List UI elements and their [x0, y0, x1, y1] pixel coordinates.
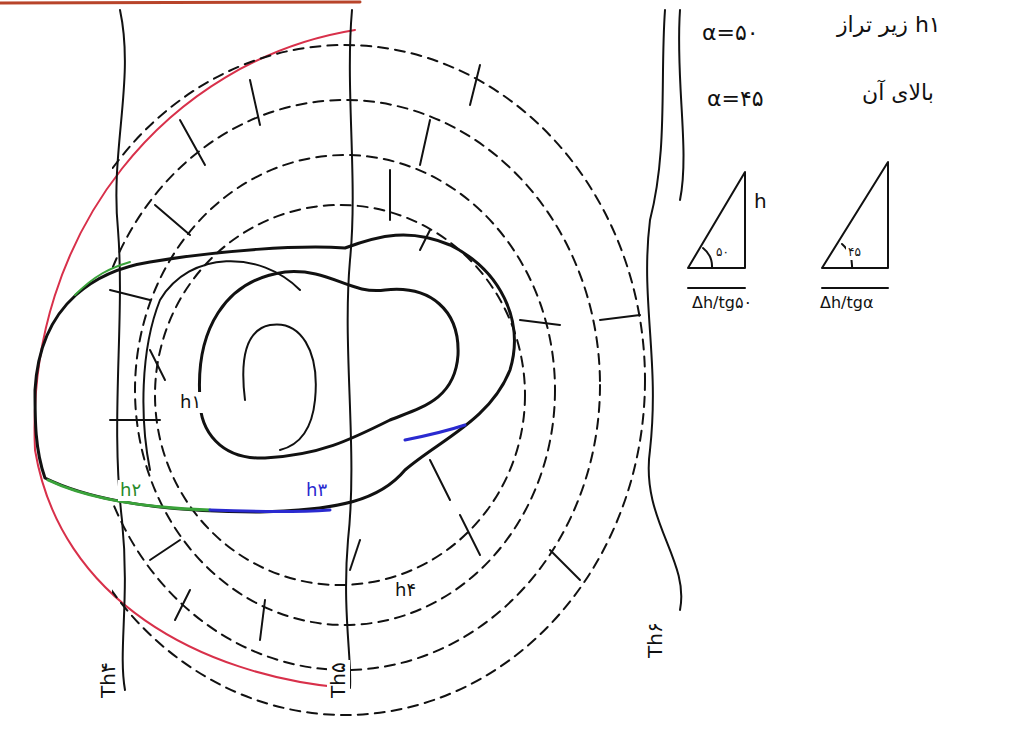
contour-line-label: Th۶: [644, 620, 667, 660]
annotation-text: Δh/tgα: [818, 294, 875, 312]
annotation-text: ۵۰: [714, 246, 731, 260]
contour-label: h۲: [118, 480, 143, 501]
contour-label: h۴: [393, 580, 418, 601]
annotation-text: h: [752, 190, 769, 213]
contour-label: h۳: [304, 480, 329, 501]
annotation-text: α=۵۰: [700, 20, 761, 45]
contour-label: h۱: [178, 392, 203, 413]
annotation-text: α=۴۵: [705, 86, 766, 111]
annotation-text: Δh/tg۵۰: [690, 294, 754, 312]
annotation-text: زیر تراز h۱: [835, 12, 943, 37]
contour-line-label: Th۵: [327, 660, 350, 700]
contour-line-label: Th۴: [97, 660, 120, 700]
annotation-text: بالای آن: [860, 80, 936, 105]
annotation-text: ۴۵: [846, 246, 863, 260]
